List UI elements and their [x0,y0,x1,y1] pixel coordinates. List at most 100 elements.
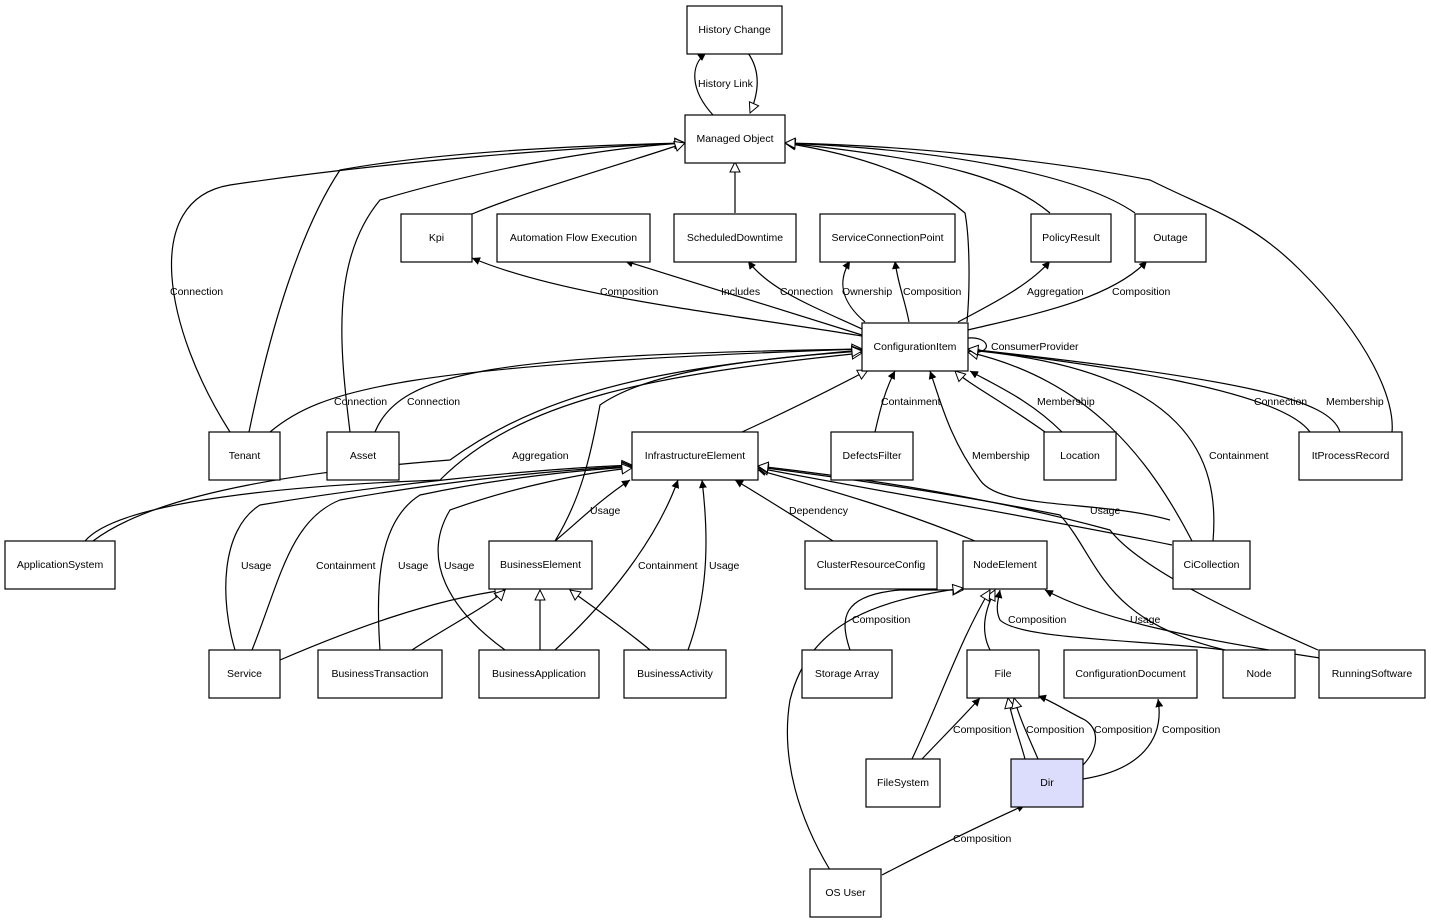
edge-ie-ci [741,369,868,433]
node-label: Asset [350,450,376,462]
edge-tenant-ci [269,349,862,433]
edge-tenant-managed-object [170,143,685,433]
edge-fs-ne [911,590,990,760]
edge-ci-kpi [471,257,863,337]
edge-label: Composition [1094,724,1153,736]
node-application-system[interactable]: ApplicationSystem [4,540,116,590]
node-infrastructure-element[interactable]: InfrastructureElement [631,431,759,481]
node-label: ConfigurationItem [874,341,957,353]
node-label: NodeElement [973,559,1037,571]
node-node-element[interactable]: NodeElement [962,540,1048,590]
edge-dir-file-composition [1037,694,1097,771]
edge-dir-file-1 [1008,698,1026,760]
edge-cicoll-ci-membership [928,370,1171,521]
node-label: CiCollection [1183,559,1239,571]
edge-label: Composition [1112,286,1171,298]
node-business-application[interactable]: BusinessApplication [478,649,600,699]
edge-label: Usage [709,560,740,572]
edge-itpr-ci [967,345,1341,433]
edge-label: Containment [638,560,698,572]
edge-location-ci-2 [969,370,1063,433]
edge-ci-afe [624,259,863,336]
edge-label: Connection [170,286,223,298]
node-label: ScheduledDowntime [687,232,783,244]
node-service-connection-point[interactable]: ServiceConnectionPoint [819,213,956,263]
edge-label: Composition [1026,724,1085,736]
edge-label: Composition [953,833,1012,845]
node-location[interactable]: Location [1043,431,1117,481]
node-policy-result[interactable]: PolicyResult [1030,213,1112,263]
node-it-process-record[interactable]: ItProcessRecord [1298,431,1403,481]
edge-ci-scp-composition [892,260,910,323]
edge-label: Membership [1037,396,1095,408]
edge-location-ci [955,371,1046,433]
node-history-change[interactable]: History Change [686,5,783,55]
node-label: InfrastructureElement [645,450,745,462]
edge-label: ConsumerProvider [991,341,1079,353]
node-asset[interactable]: Asset [326,431,400,481]
edge-label: Usage [1130,614,1161,626]
edge-osuser-ne [786,588,963,871]
node-kpi[interactable]: Kpi [400,213,473,263]
node-label: ConfigurationDocument [1075,668,1185,680]
node-defects-filter[interactable]: DefectsFilter [830,431,914,481]
edge-bact-ie-usage [687,479,707,651]
node-label: RunningSoftware [1332,668,1413,680]
edge-label: History Link [698,78,754,90]
edge-label: Composition [1008,614,1067,626]
node-label: History Change [698,24,771,36]
edge-label: Membership [972,450,1030,462]
node-configuration-document[interactable]: ConfigurationDocument [1063,649,1198,699]
node-configuration-item[interactable]: ConfigurationItem [861,322,969,372]
edge-fs-file [921,697,981,760]
edge-label: Usage [590,505,621,517]
node-business-transaction[interactable]: BusinessTransaction [317,649,443,699]
node-label: Location [1060,450,1100,462]
node-automation-flow-execution[interactable]: Automation Flow Execution [496,213,651,263]
node-storage-array[interactable]: Storage Array [801,649,893,699]
node-service[interactable]: Service [208,649,281,699]
node-file-system[interactable]: FileSystem [865,758,941,808]
edge-labels: History Link Connection Composition Incl… [170,78,1384,845]
edge-label: Connection [1254,396,1307,408]
node-scheduled-downtime[interactable]: ScheduledDowntime [673,213,797,263]
node-business-element[interactable]: BusinessElement [488,540,593,590]
node-managed-object[interactable]: Managed Object [684,114,786,164]
edge-history-change-inheritance [747,52,757,113]
edge-tenant-managed-object-2 [248,143,685,433]
edge-ci-sd [747,260,863,330]
edge-label: Ownership [842,286,892,298]
node-label: BusinessElement [500,559,581,571]
node-label: ItProcessRecord [1312,450,1390,462]
node-dir[interactable]: Dir [1010,758,1084,808]
node-business-activity[interactable]: BusinessActivity [623,649,727,699]
highlighted-node-box [1010,758,1084,808]
edge-itpr-managed-object [785,143,1393,433]
node-cluster-resource-config[interactable]: ClusterResourceConfig [804,540,938,590]
node-label: PolicyResult [1042,232,1100,244]
edge-node-ne-composition [994,589,1226,651]
edge-label: Aggregation [512,450,569,462]
node-label: DefectsFilter [843,450,902,462]
edge-label: Containment [316,560,376,572]
node-label: ServiceConnectionPoint [831,232,943,244]
node-os-user[interactable]: OS User [809,868,882,918]
edge-label: Composition [953,724,1012,736]
node-running-software[interactable]: RunningSoftware [1318,649,1426,699]
edge-ne-ie [757,468,976,542]
edge-cicoll-ie-usage [758,468,1173,546]
edge-bt-ie-usage [377,467,632,651]
node-tenant[interactable]: Tenant [208,431,281,481]
edge-ci-outage [967,260,1148,331]
node-ci-collection[interactable]: CiCollection [1172,540,1251,590]
edge-bapp-ie-usage [437,468,632,651]
edge-label: Membership [1326,396,1384,408]
edge-label: Composition [600,286,659,298]
edge-cicoll-ci-2 [967,346,1215,542]
node-outage[interactable]: Outage [1134,213,1207,263]
node-node[interactable]: Node [1222,649,1296,699]
edge-bt-be [411,590,505,651]
edge-label: Aggregation [1027,286,1084,298]
node-file[interactable]: File [966,649,1040,699]
